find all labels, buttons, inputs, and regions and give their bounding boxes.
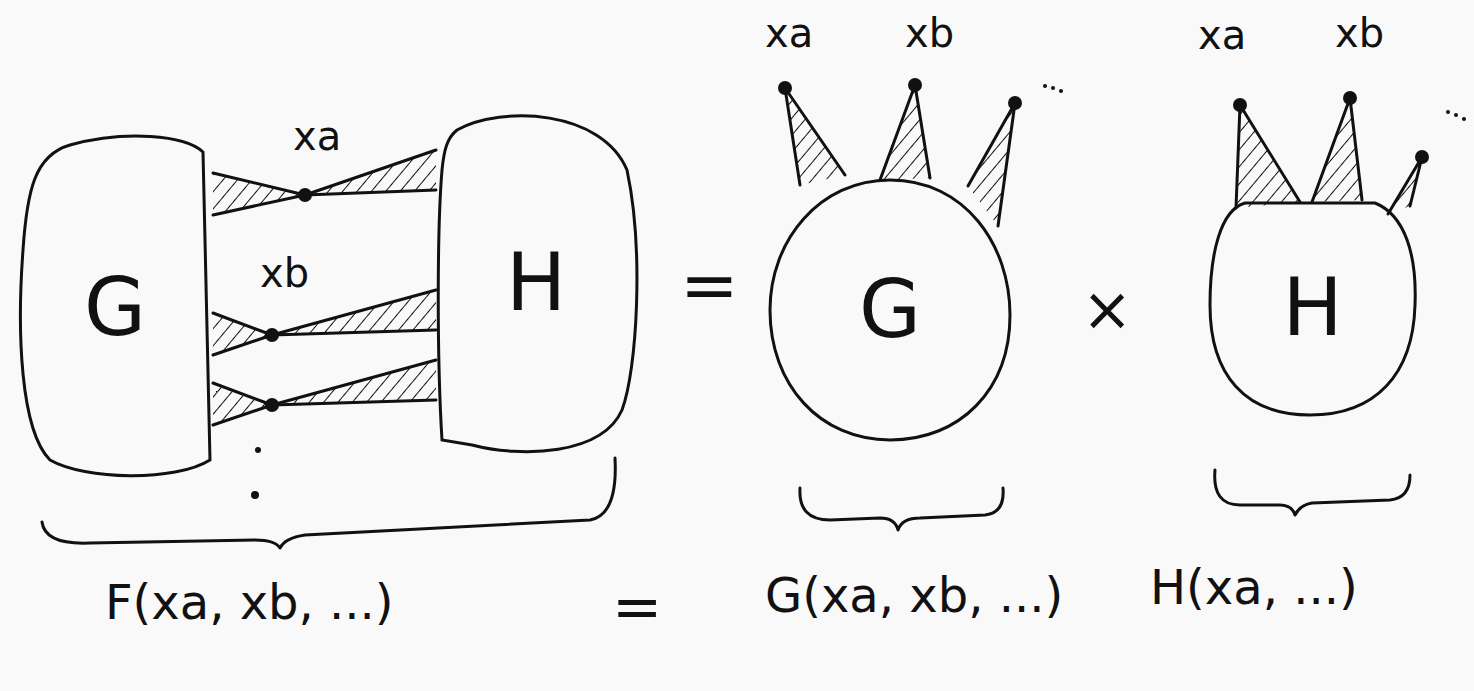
math-label: xa [765,10,813,56]
brace [800,488,1003,530]
blob-outline-path [438,116,637,452]
point-dot [265,398,279,412]
edge-label: xa [293,113,341,159]
blob-outline-path [770,180,1010,440]
spike-hatch [1236,105,1300,208]
function-letter: H [1282,268,1342,348]
spike [880,85,930,180]
point-dot [298,188,312,202]
blob-node: H [432,110,640,455]
ribbon-edge [213,360,436,405]
point-dot [1415,150,1429,164]
ribbon-hatch [213,383,272,425]
ribbon-hatch [213,313,272,355]
ribbon-edge [213,400,436,425]
ribbon-edge [213,330,436,355]
point-dot [1343,91,1357,105]
function-letter: H [506,243,566,323]
hatched-ribbon [213,150,436,215]
point-dot [1233,98,1247,112]
blob-outline-path [20,136,210,476]
function-letter: G [859,270,921,350]
ellipsis-dot [1454,113,1458,117]
ellipsis-dot [1446,110,1450,114]
brace [1215,470,1410,515]
math-label: xb [905,10,954,56]
math-label: = [680,245,739,326]
spike-hatch [880,85,930,180]
function-letter: G [84,268,146,348]
blob-node: G [765,175,1015,445]
ellipsis-dot [1051,86,1055,90]
point-dot [265,328,279,342]
math-label: × [1082,275,1132,344]
point-dot [1008,96,1022,110]
hatched-ribbon [213,360,436,425]
spike [1236,105,1300,208]
math-label: G(xa, xb, ...) [765,568,1063,623]
ellipsis-dot [1043,84,1047,88]
blob-node: G [15,130,215,485]
spike-hatch [1388,157,1422,214]
math-label: H(xa, ...) [1150,560,1358,615]
ellipsis-dot [1462,117,1466,121]
point-dot [778,81,792,95]
spike [968,103,1015,226]
spike [785,88,845,185]
ribbon-edge [213,190,436,215]
spike [1312,98,1362,202]
ribbon-edge [213,290,436,335]
blob-node: H [1205,195,1420,420]
edge-label: xb [260,250,309,296]
math-label: = [612,572,662,641]
ribbon-hatch [213,173,305,215]
math-label: xb [1335,10,1384,56]
ellipsis-dot [1059,89,1063,93]
brace [42,458,615,548]
ellipsis-dot [255,447,261,453]
spike-hatch [1312,98,1362,202]
blob-outline-path [1210,203,1415,415]
math-label: F(xa, xb, ...) [105,575,394,630]
hatched-ribbon [213,290,436,355]
spike-hatch [968,103,1015,226]
ellipsis-dot [251,491,259,499]
spike [1388,157,1422,214]
math-label: xa [1198,12,1246,58]
spike-hatch [785,88,845,185]
point-dot [908,78,922,92]
